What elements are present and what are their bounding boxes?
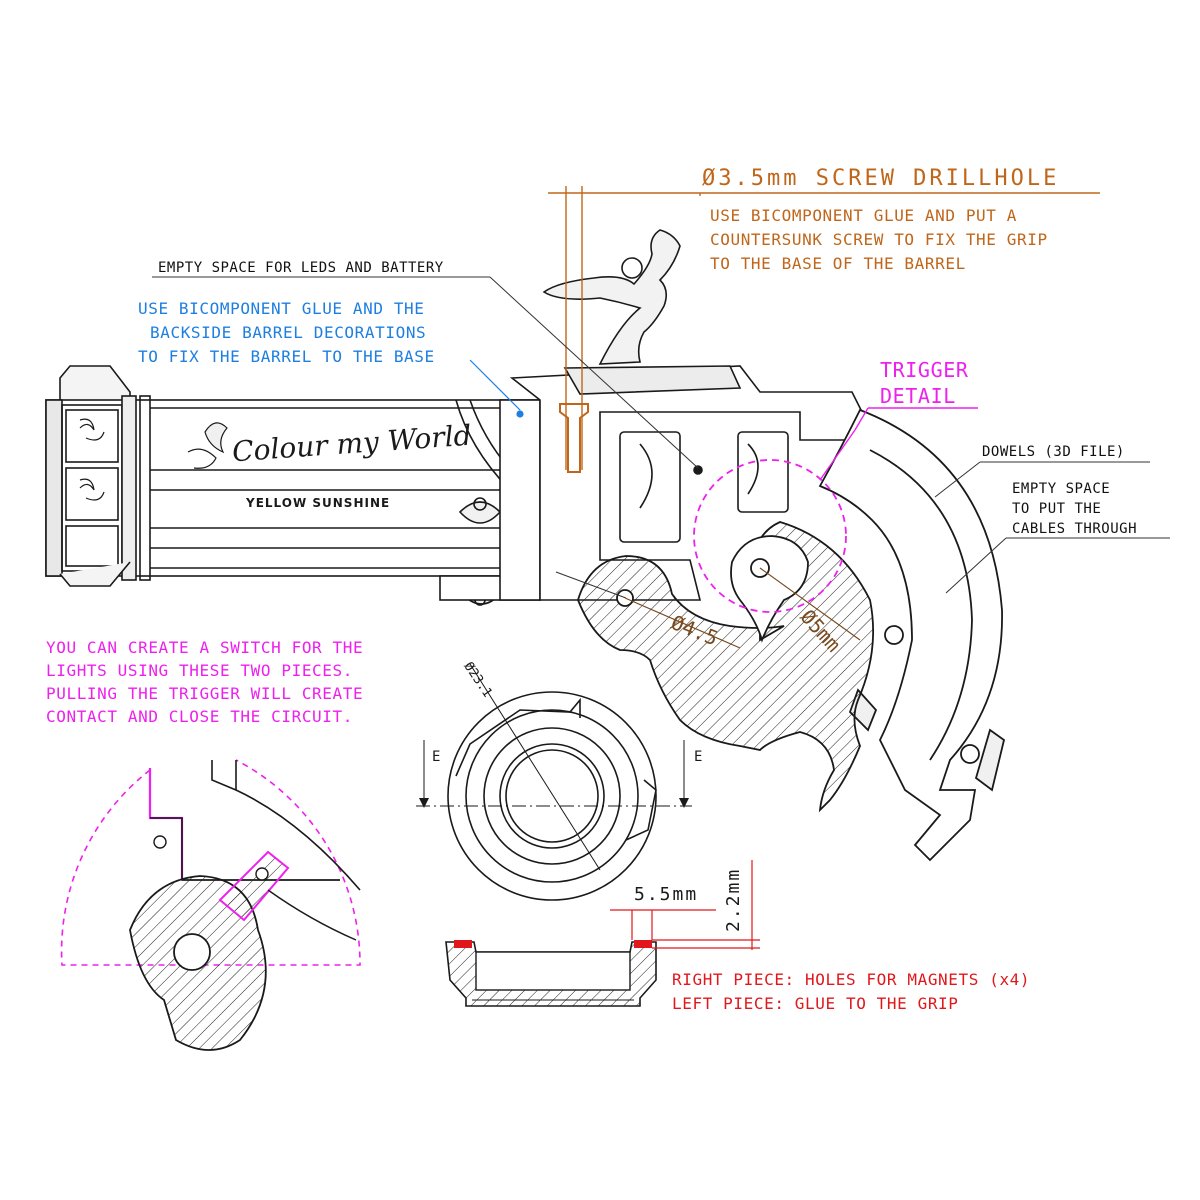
blue-leader [469, 359, 524, 418]
leader-lines [152, 276, 1170, 599]
cables-line1: EMPTY SPACE [1012, 481, 1111, 497]
cables-line3: CABLES THROUGH [1012, 521, 1138, 537]
trigger-detail-line1: TRIGGER [880, 358, 969, 382]
ring-side-section [445, 940, 657, 1007]
switch-detail [60, 759, 361, 1051]
diameter-dimensions [624, 567, 861, 649]
switch-note-line3: PULLING THE TRIGGER WILL CREATE [46, 684, 364, 703]
trigger-detail-line2: DETAIL [880, 384, 956, 408]
empty-space-leds-label: EMPTY SPACE FOR LEDS AND BATTERY [158, 260, 444, 276]
drillhole-title: Ø3.5mm SCREW DRILLHOLE [702, 166, 1060, 191]
dimension-w55: 5.5mm [634, 884, 699, 905]
base-mechanism [509, 229, 951, 601]
trigger-guard-section [577, 521, 874, 813]
magnet-note-line1: RIGHT PIECE: HOLES FOR MAGNETS (x4) [672, 970, 1031, 989]
cables-line2: TO PUT THE [1012, 501, 1102, 517]
switch-note-line2: LIGHTS USING THESE TWO PIECES. [46, 661, 353, 680]
barrel-note-line1: USE BICOMPONENT GLUE AND THE [138, 299, 425, 318]
dimension-h22: 2.2mm [723, 867, 744, 932]
magnet-note-line2: LEFT PIECE: GLUE TO THE GRIP [672, 994, 959, 1013]
barrel-note-line3: TO FIX THE BARREL TO THE BASE [138, 347, 435, 366]
grip [818, 408, 1006, 862]
red-dimension-lines [610, 860, 760, 950]
barrel-name-engraving: YELLOW SUNSHINE [246, 496, 391, 510]
dowels-label: DOWELS (3D FILE) [982, 444, 1125, 460]
drillhole-note-line1: USE BICOMPONENT GLUE AND PUT A [710, 206, 1017, 225]
trigger-detail-callout-circle [693, 459, 847, 613]
drillhole-note-line3: TO THE BASE OF THE BARREL [710, 254, 966, 273]
section-marker-left: E [432, 749, 441, 765]
switch-note-line4: CONTACT AND CLOSE THE CIRCUIT. [46, 707, 353, 726]
section-marker-right: E [694, 749, 703, 765]
magnet-ring [416, 663, 692, 901]
barrel [45, 365, 543, 606]
drillhole-callout [548, 186, 1100, 473]
barrel-note-line2: BACKSIDE BARREL DECORATIONS [150, 323, 427, 342]
drillhole-note-line2: COUNTERSUNK SCREW TO FIX THE GRIP [710, 230, 1048, 249]
switch-note-line1: YOU CAN CREATE A SWITCH FOR THE [46, 638, 364, 657]
